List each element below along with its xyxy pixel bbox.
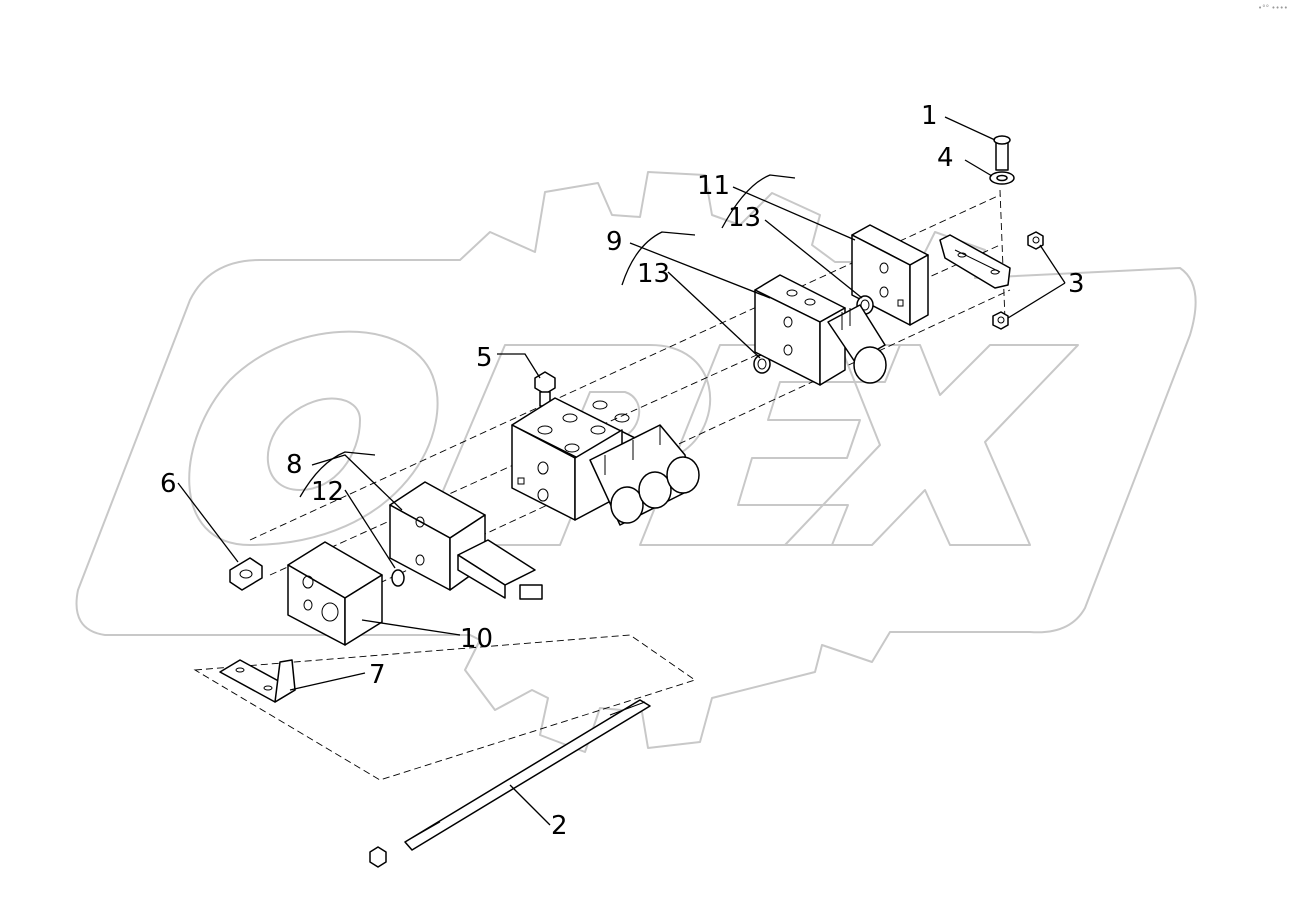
callout-8: 8 — [286, 450, 303, 480]
callout-10: 10 — [460, 624, 493, 654]
o-ring-part-12 — [391, 569, 405, 587]
bolt-part-1 — [993, 135, 1011, 171]
callout-12: 12 — [311, 477, 344, 507]
end-bracket — [939, 234, 1011, 289]
callout-labels: 1 4 3 11 13 9 13 5 8 6 12 10 7 2 — [160, 101, 1085, 841]
washer-part-4 — [989, 171, 1015, 185]
callout-1: 1 — [921, 101, 938, 131]
callout-4: 4 — [937, 143, 954, 173]
tie-rod-part-2 — [404, 699, 651, 851]
callout-9: 9 — [606, 227, 623, 257]
callout-2: 2 — [551, 811, 568, 841]
inlet-block-part-8 — [389, 481, 543, 600]
callout-13-upper: 13 — [728, 203, 761, 233]
callout-13-lower: 13 — [637, 259, 670, 289]
callout-6: 6 — [160, 469, 177, 499]
bracket-part-7 — [219, 659, 296, 703]
nut-part-3-upper — [1027, 231, 1044, 250]
valve-section-part-9 — [754, 274, 887, 386]
main-valve-block — [511, 397, 700, 526]
tie-rod-nut — [369, 846, 387, 868]
nut-part-3-lower — [992, 311, 1009, 330]
corner-mark: •°° •••• — [1258, 4, 1288, 12]
fitting-part-6 — [229, 557, 263, 591]
watermark-letter-o — [188, 330, 439, 546]
callout-3: 3 — [1068, 269, 1085, 299]
leader-lines — [177, 116, 1066, 826]
callout-11: 11 — [697, 171, 730, 201]
callout-7: 7 — [369, 660, 386, 690]
end-block-part-10 — [287, 541, 383, 646]
callout-5: 5 — [476, 343, 493, 373]
